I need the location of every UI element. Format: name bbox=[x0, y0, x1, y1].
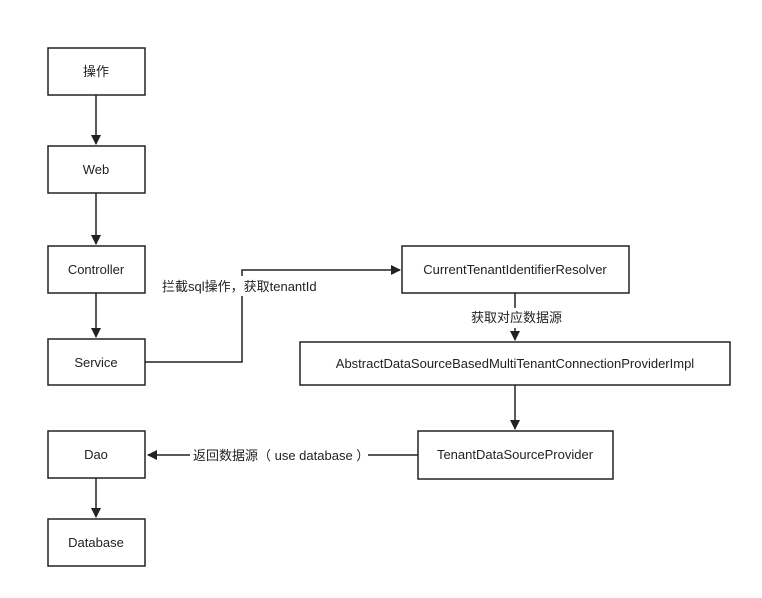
node-label-database: Database bbox=[68, 535, 124, 550]
node-label-resolver: CurrentTenantIdentifierResolver bbox=[423, 262, 607, 277]
edge-label-get-datasource: 获取对应数据源 bbox=[471, 310, 562, 325]
edge-service-resolver bbox=[145, 265, 401, 363]
node-label-ds-provider: TenantDataSourceProvider bbox=[437, 447, 594, 462]
edge-label-bg bbox=[160, 276, 328, 296]
node-web bbox=[47, 145, 146, 194]
node-label-dao: Dao bbox=[84, 447, 108, 462]
node-dao bbox=[47, 430, 146, 479]
edge-label-intercept: 拦截sql操作，获取tenantId bbox=[162, 279, 317, 294]
node-database bbox=[47, 518, 146, 567]
node-label-provider-impl: AbstractDataSourceBasedMultiTenantConnec… bbox=[336, 356, 695, 371]
node-label-operation: 操作 bbox=[83, 64, 109, 79]
edge-label-bg bbox=[466, 308, 566, 328]
node-resolver bbox=[401, 245, 630, 294]
node-operation bbox=[47, 47, 146, 96]
node-label-controller: Controller bbox=[68, 262, 125, 277]
node-controller bbox=[47, 245, 146, 294]
node-provider-impl bbox=[299, 341, 731, 386]
node-label-web: Web bbox=[83, 162, 110, 177]
node-service bbox=[47, 338, 146, 386]
edge-label-bg bbox=[190, 445, 368, 465]
node-label-service: Service bbox=[74, 355, 117, 370]
edge-label-return-datasource: 返回数据源（ use database ） bbox=[193, 448, 369, 463]
node-ds-provider bbox=[417, 430, 614, 480]
